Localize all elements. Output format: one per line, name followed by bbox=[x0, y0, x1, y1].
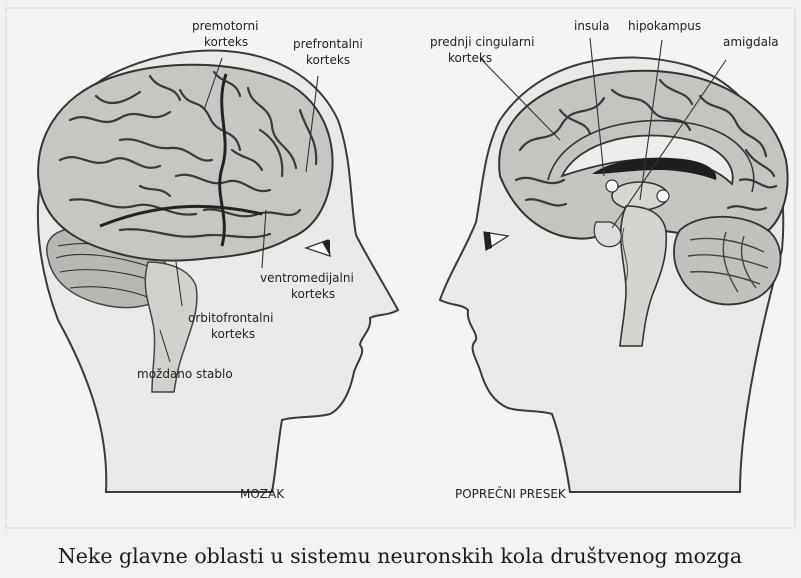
left-cerebrum bbox=[38, 65, 332, 261]
label-ventromedijalni-line1: ventromedijalni bbox=[260, 271, 354, 285]
figure-caption: Neke glavne oblasti u sistemu neuronskih… bbox=[58, 544, 742, 568]
label-orbitofrontalni-line2: korteks bbox=[211, 327, 255, 341]
label-premotorni-line2: korteks bbox=[204, 35, 248, 49]
label-prefrontalni-line1: prefrontalni bbox=[293, 37, 363, 51]
label-insula: insula bbox=[574, 19, 609, 33]
label-prefrontalni-line2: korteks bbox=[306, 53, 350, 67]
right-cerebellum bbox=[674, 217, 780, 305]
label-orbitofrontalni-line1: orbitofrontalni bbox=[188, 311, 273, 325]
label-ventromedijalni-line2: korteks bbox=[291, 287, 335, 301]
label-hipokampus: hipokampus bbox=[628, 19, 701, 33]
caption-poprecni-presek: POPREČNI PRESEK bbox=[455, 486, 567, 501]
label-prednji-cingularni-line1: prednji cingularni bbox=[430, 35, 534, 49]
label-prednji-cingularni-line2: korteks bbox=[448, 51, 492, 65]
caption-mozak: MOZAK bbox=[240, 487, 285, 501]
label-mozdano-stablo: moždano stablo bbox=[137, 367, 233, 381]
label-premotorni-line1: premotorni bbox=[192, 19, 258, 33]
label-amigdala: amigdala bbox=[723, 35, 779, 49]
